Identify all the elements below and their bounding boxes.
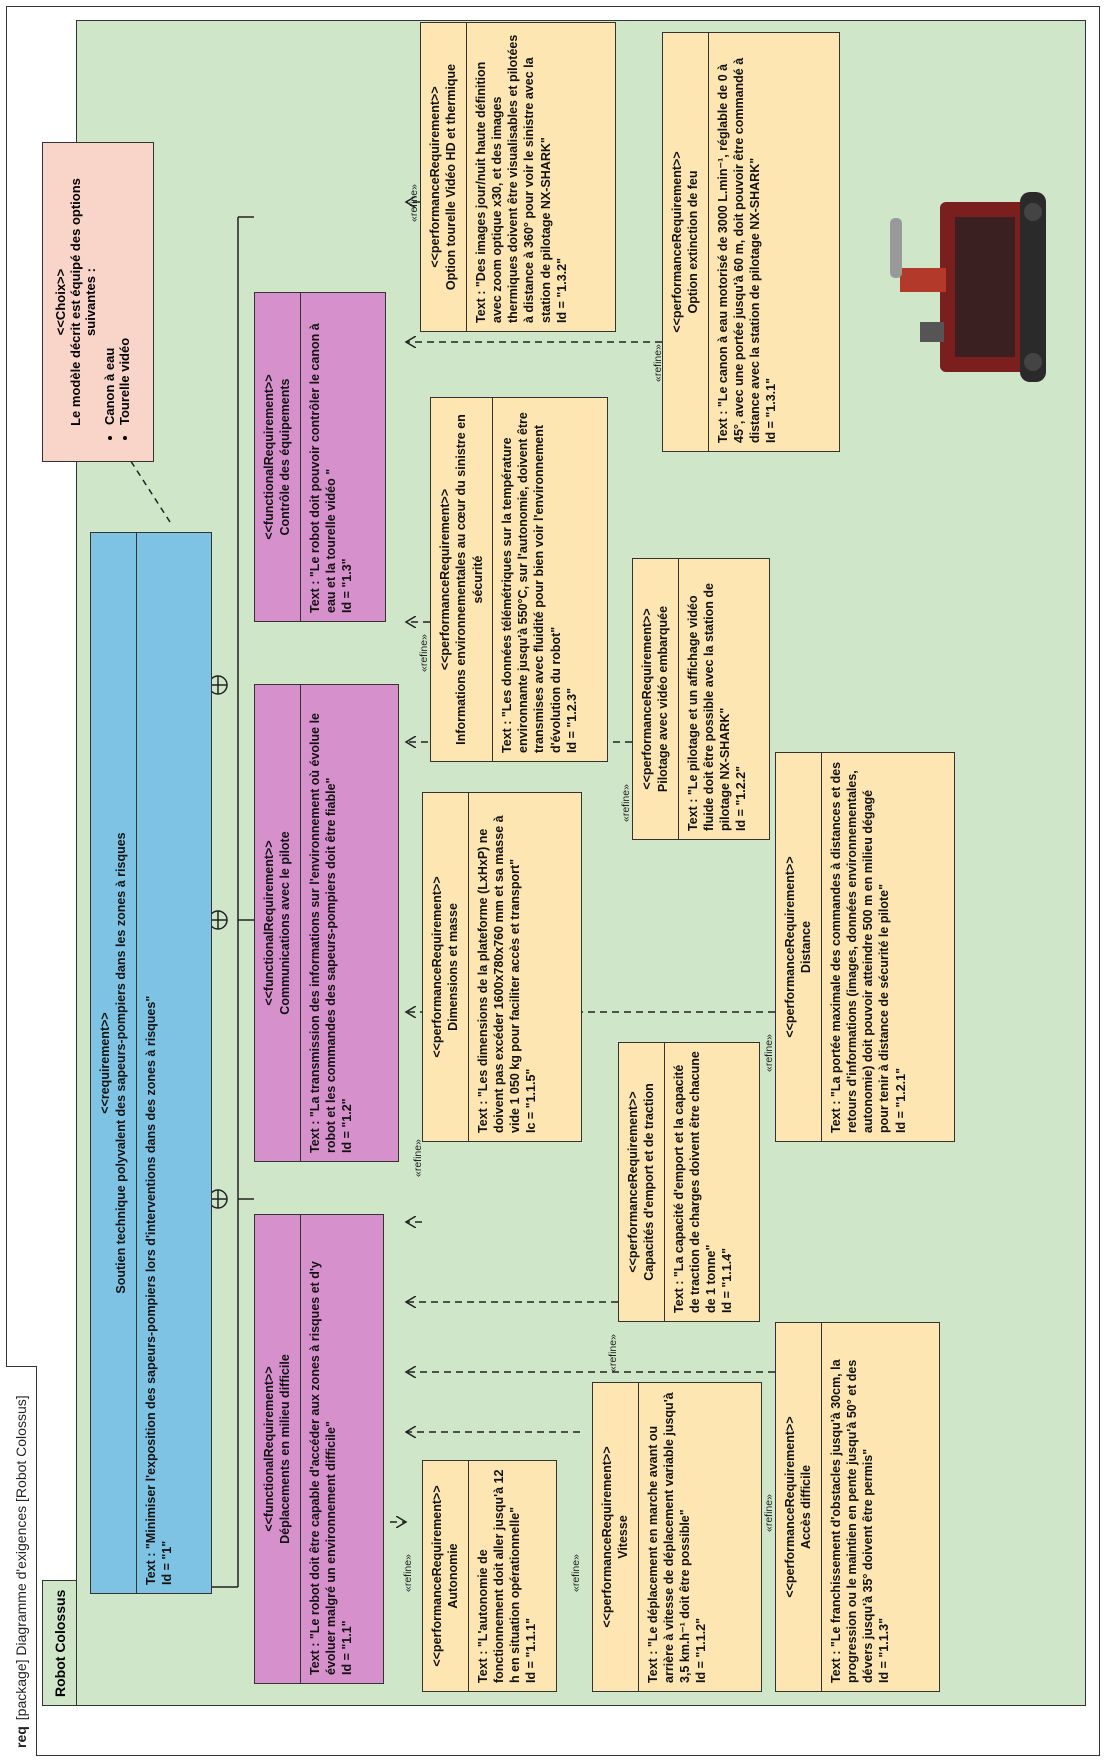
perf-stereotype: <<performanceRequirement>>: [430, 1485, 444, 1667]
perf-text: Text : "Des images jour/nuit haute défin…: [473, 34, 553, 323]
perf-stereotype: <<performanceRequirement>>: [438, 488, 452, 671]
root-name: Soutien technique polyvalent des sapeurs…: [114, 832, 129, 1294]
func-requirement-1-1[interactable]: <<functionalRequirement>>Déplacements en…: [254, 1214, 384, 1684]
robot-photo: [890, 192, 1046, 382]
func-id: Id = "1.3": [340, 558, 354, 613]
perf-name: Option extinction de feu: [686, 170, 701, 314]
perf-name: Vitesse: [616, 1515, 631, 1559]
perf-name: Distance: [799, 920, 814, 974]
perf-requirement-1-3-2[interactable]: <<performanceRequirement>>Option tourell…: [420, 22, 616, 332]
perf-id: Id = "1.1.3": [877, 1617, 892, 1683]
perf-name: Dimensions et masse: [446, 903, 461, 1031]
func-name: Communications avec le pilote: [278, 831, 293, 1015]
perf-stereotype: <<performanceRequirement>>: [430, 876, 444, 1058]
perf-text: Text : "Les dimensions de la plateforme …: [475, 815, 523, 1133]
perf-stereotype: <<performanceRequirement>>: [670, 151, 684, 333]
note-stereotype: <<Choix>>: [53, 268, 68, 336]
perf-requirement-1-3-1[interactable]: <<performanceRequirement>>Option extinct…: [662, 32, 840, 452]
perf-id: Id = "1.1.2": [694, 1617, 709, 1683]
perf-text: Text : "Les données télémétriques sur la…: [499, 412, 563, 753]
perf-text: Text : "La portée maximale des commandes…: [828, 761, 892, 1133]
perf-requirement-1-1-5[interactable]: <<performanceRequirement>>Dimensions et …: [422, 792, 582, 1142]
perf-stereotype: <<performanceRequirement>>: [783, 856, 797, 1038]
refine-label: «refine»: [763, 1034, 775, 1072]
refine-label: «refine»: [607, 1334, 619, 1372]
perf-requirement-1-1-2[interactable]: <<performanceRequirement>>Vitesse Text :…: [592, 1382, 762, 1692]
func-stereotype: <<functionalRequirement>>: [262, 840, 276, 1006]
func-text: Text : "Le robot doit pouvoir contrôler …: [307, 323, 338, 613]
perf-text: Text : "Le canon à eau motorisé de 3000 …: [715, 57, 763, 443]
note-item: Tourelle vidéo: [117, 155, 132, 425]
refine-label: «refine»: [418, 634, 430, 672]
func-requirement-1-2[interactable]: <<functionalRequirement>>Communications …: [254, 684, 399, 1162]
perf-id: Id = "1.2.1": [893, 1067, 908, 1133]
root-stereotype: <<requirement>>: [98, 1012, 112, 1114]
perf-id: Ic = "1.1.5": [524, 1068, 539, 1133]
perf-name: Option tourelle Vidéo HD et thermique: [444, 63, 459, 291]
perf-id: Id = "1.3.2": [554, 257, 569, 323]
perf-requirement-1-1-1[interactable]: <<performanceRequirement>>Autonomie Text…: [422, 1460, 557, 1692]
refine-label: «refine»: [620, 784, 632, 822]
root-id: Id = "1": [159, 1540, 174, 1585]
note-anchor-line: [79, 381, 171, 523]
note-text: Le modèle décrit est équipé des options …: [68, 178, 98, 426]
perf-requirement-1-2-1[interactable]: <<performanceRequirement>>Distance Text …: [775, 752, 955, 1142]
perf-name: Informations environnementales au cœur d…: [454, 414, 485, 745]
perf-name: Capacités d'emport et de traction: [642, 1083, 657, 1281]
choice-note[interactable]: <<Choix>> Le modèle décrit est équipé de…: [42, 142, 154, 462]
perf-requirement-1-2-3[interactable]: <<performanceRequirement>>Informations e…: [430, 397, 608, 762]
perf-id: Id = "1.3.1": [764, 377, 779, 443]
perf-requirement-1-1-3[interactable]: <<performanceRequirement>>Accès difficil…: [775, 1322, 940, 1692]
perf-stereotype: <<performanceRequirement>>: [626, 1091, 640, 1273]
perf-id: Id = "1.2.3": [564, 687, 579, 753]
refine-label: «refine»: [570, 1554, 582, 1592]
perf-name: Autonomie: [446, 1543, 461, 1609]
perf-text: Text : "Le franchissement d'obstacles ju…: [828, 1359, 876, 1683]
perf-stereotype: <<performanceRequirement>>: [600, 1446, 614, 1628]
func-name: Déplacements en milieu difficile: [278, 1354, 293, 1544]
note-item: Canon à eau: [102, 155, 117, 425]
func-requirement-1-3[interactable]: <<functionalRequirement>>Contrôle des éq…: [254, 292, 386, 622]
perf-id: Id = "1.1.4": [720, 1247, 735, 1313]
func-stereotype: <<functionalRequirement>>: [262, 1366, 276, 1532]
perf-id: Id = "1.2.2": [734, 765, 749, 831]
perf-stereotype: <<performanceRequirement>>: [428, 86, 442, 268]
perf-stereotype: <<performanceRequirement>>: [640, 608, 654, 790]
root-text: Text : "Minimiser l'exposition des sapeu…: [143, 995, 158, 1585]
refine-label: «refine»: [412, 1139, 424, 1177]
func-stereotype: <<functionalRequirement>>: [262, 374, 276, 540]
containment-links: [208, 216, 254, 1588]
root-requirement[interactable]: <<requirement>>Soutien technique polyval…: [90, 532, 212, 1594]
perf-stereotype: <<performanceRequirement>>: [783, 1416, 797, 1598]
func-id: Id = "1.2": [340, 1098, 354, 1153]
perf-text: Text : "La capacité d'emport et la capac…: [671, 1051, 719, 1313]
refine-label: «refine»: [402, 1554, 414, 1592]
func-text: Text : "Le robot doit être capable d'acc…: [307, 1261, 338, 1675]
perf-text: Text : "Le déplacement en marche avant o…: [645, 1392, 693, 1683]
func-text: Text : "La transmission des informations…: [307, 712, 338, 1153]
perf-requirement-1-1-4[interactable]: <<performanceRequirement>>Capacités d'em…: [618, 1042, 760, 1322]
perf-id: Id = "1.1.1": [524, 1617, 539, 1683]
refine-label: «refine»: [763, 1494, 775, 1532]
perf-requirement-1-2-2[interactable]: <<performanceRequirement>>Pilotage avec …: [632, 558, 770, 840]
refine-label: «refine»: [408, 184, 420, 222]
perf-text: Text : "Le pilotage et un affichage vidé…: [685, 583, 733, 831]
func-name: Contrôle des équipements: [278, 378, 293, 536]
perf-name: Pilotage avec vidéo embarquée: [656, 605, 671, 793]
func-id: Id = "1.1": [340, 1620, 354, 1675]
perf-name: Accès difficile: [799, 1464, 814, 1550]
note-list: Canon à eau Tourelle vidéo: [102, 155, 132, 439]
perf-text: Text : "L'autonomie de fonctionnement do…: [475, 1469, 523, 1683]
